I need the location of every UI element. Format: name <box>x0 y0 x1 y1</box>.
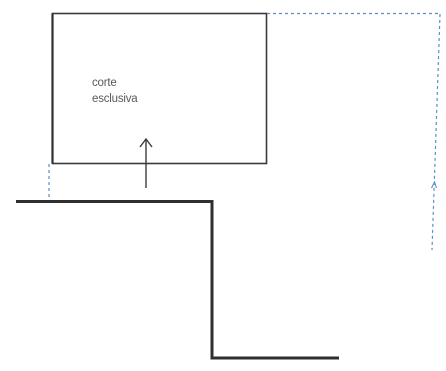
courtyard-rectangle <box>51 12 268 165</box>
courtyard-label-line-1: corte <box>92 77 117 89</box>
dashed-arrow-head <box>431 180 438 189</box>
entry-arrow-head <box>139 137 153 148</box>
stepped-boundary-wall <box>16 200 339 360</box>
courtyard-label-line-2: esclusiva <box>92 93 138 105</box>
dashed-right-boundary <box>431 13 441 251</box>
